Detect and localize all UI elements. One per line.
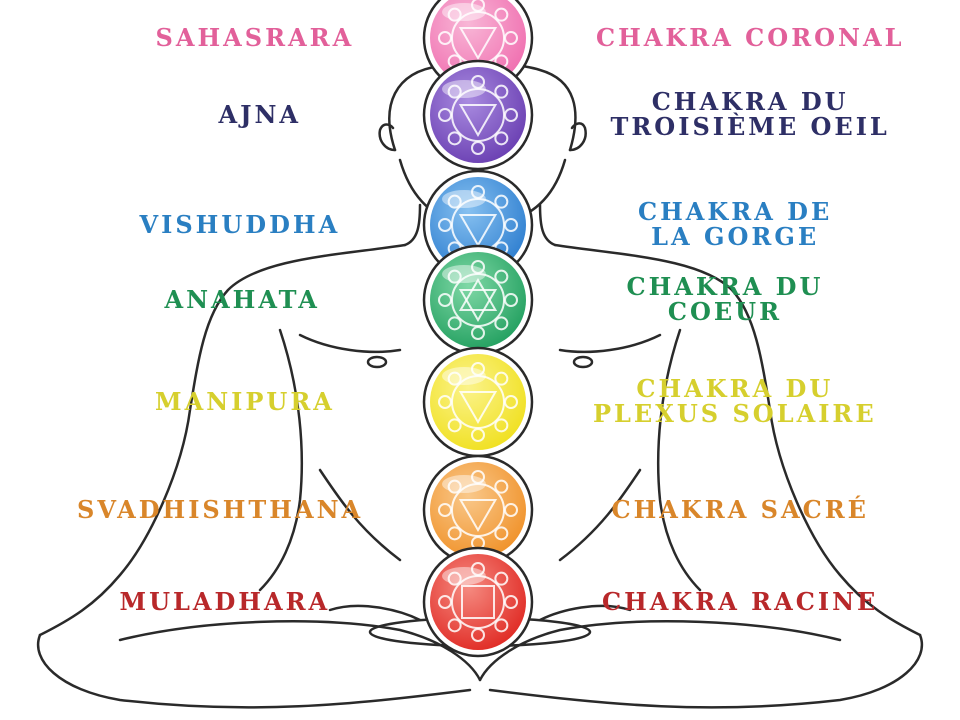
chakra-orb [430, 67, 526, 163]
french-label-svadhishthana: CHAKRA SACRÉ [611, 495, 869, 524]
mandala-symbol-icon [438, 260, 518, 340]
chakra-highlight [442, 190, 486, 208]
mandala-symbol-icon [438, 362, 518, 442]
chakra-svadhishthana [422, 454, 534, 566]
french-label-sahasrara: CHAKRA CORONAL [596, 23, 905, 52]
chakra-orb [430, 554, 526, 650]
chakra-orb [430, 354, 526, 450]
mandala-symbol-icon [438, 470, 518, 550]
mandala-symbol-icon [438, 75, 518, 155]
chakra-ajna [422, 59, 534, 171]
sanskrit-label-sahasrara: SAHASRARA [155, 23, 355, 52]
chakra-orb [430, 252, 526, 348]
chakra-highlight [442, 475, 486, 493]
sanskrit-label-manipura: MANIPURA [155, 387, 335, 416]
sanskrit-label-ajna: AJNA [218, 100, 302, 129]
chakra-orb [430, 177, 526, 273]
chakra-manipura [422, 346, 534, 458]
chakra-highlight [442, 367, 486, 385]
sanskrit-label-vishuddha: VISHUDDHA [139, 210, 341, 239]
sanskrit-label-muladhara: MULADHARA [119, 587, 331, 616]
mandala-symbol-icon [438, 562, 518, 642]
sanskrit-label-svadhishthana: SVADHISHTHANA [77, 495, 364, 524]
chakra-muladhara [422, 546, 534, 658]
chakra-highlight [442, 80, 486, 98]
chakra-anahata [422, 244, 534, 356]
french-label-muladhara: CHAKRA RACINE [602, 587, 879, 616]
chakra-highlight [442, 567, 486, 585]
chakra-highlight [442, 3, 486, 21]
chakra-orb [430, 462, 526, 558]
chakra-highlight [442, 265, 486, 283]
sanskrit-label-anahata: ANAHATA [164, 285, 320, 314]
